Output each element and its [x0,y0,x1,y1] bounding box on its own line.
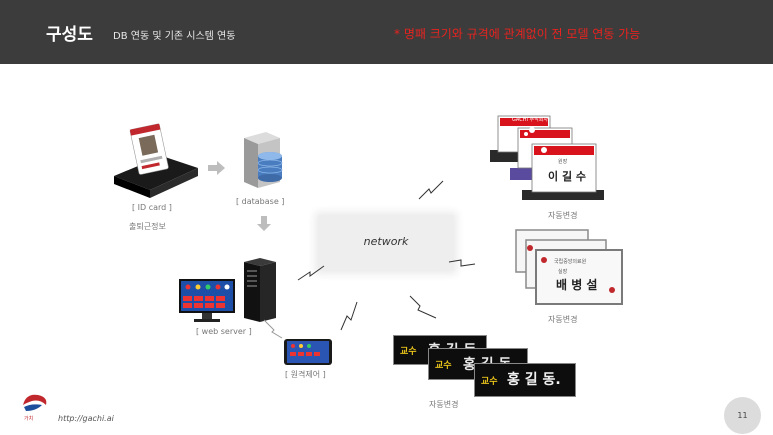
logo-text: 가치 [24,416,34,422]
auto-change-label-1: 자동변경 [548,211,578,220]
network-label: network [363,235,409,248]
desk-plate-title: 교수 [435,361,452,371]
badge-title-text: 원장 [558,159,568,165]
remote-control-label: [ 원격제어 ] [285,370,326,379]
auto-change-label-3: 자동변경 [429,400,459,409]
badge-stand-icon [490,115,604,200]
company-logo-icon [23,394,47,411]
header-bar: 구성도 DB 연동 및 기존 시스템 연동 * 명패 크기와 규격에 관계없이 … [0,0,773,64]
compatibility-note: * 명패 크기와 규격에 관계없이 전 모델 연동 가능 [394,27,641,41]
desk-plate-title: 교수 [481,377,498,387]
attendance-label: 출퇴근정보 [129,222,166,231]
id-card-label: [ ID card ] [132,203,172,212]
epaper-board-group: 국립중앙의료원 실장 배 병 설 [514,228,624,306]
page-number: 11 [724,397,761,434]
network-node: network [318,215,454,271]
wireless-link-icon [418,180,444,200]
wireless-link-icon [297,265,325,281]
tower-server-icon [244,258,276,322]
board-org-text: 국립중앙의료원 [554,259,587,265]
epaper-board-icon [515,229,623,305]
web-server-label: [ web server ] [196,327,252,336]
id-card-reader-icon [114,123,198,198]
wireless-link-icon [263,319,283,339]
desk-badge-group: GACHI 주식회사 원장 이 길 수 [486,110,606,202]
web-monitor-icon [179,279,235,322]
badge-name-text: 이 길 수 [548,170,587,183]
desk-plate-title: 교수 [400,347,417,357]
remote-tablet-icon [284,339,332,365]
wireless-link-icon [448,259,476,267]
board-name-text: 배 병 설 [556,278,598,292]
wireless-link-icon [340,301,358,331]
desk-plate-name: 홍 길 동. [507,372,561,388]
desk-plate-3: 교수 홍 길 동. [474,363,576,397]
arrow-right-icon [208,161,225,175]
badge-company-text: GACHI 주식회사 [512,117,548,123]
arrow-down-icon [257,216,271,231]
wireless-link-icon [409,295,437,319]
auto-change-label-2: 자동변경 [548,315,578,324]
footer-url-link[interactable]: http://gachi.ai [58,414,114,423]
board-title-text: 실장 [558,269,568,275]
page-title: 구성도 [46,25,93,45]
database-label: [ database ] [236,197,285,206]
page-subtitle: DB 연동 및 기존 시스템 연동 [113,31,236,42]
database-server-icon [244,132,283,188]
